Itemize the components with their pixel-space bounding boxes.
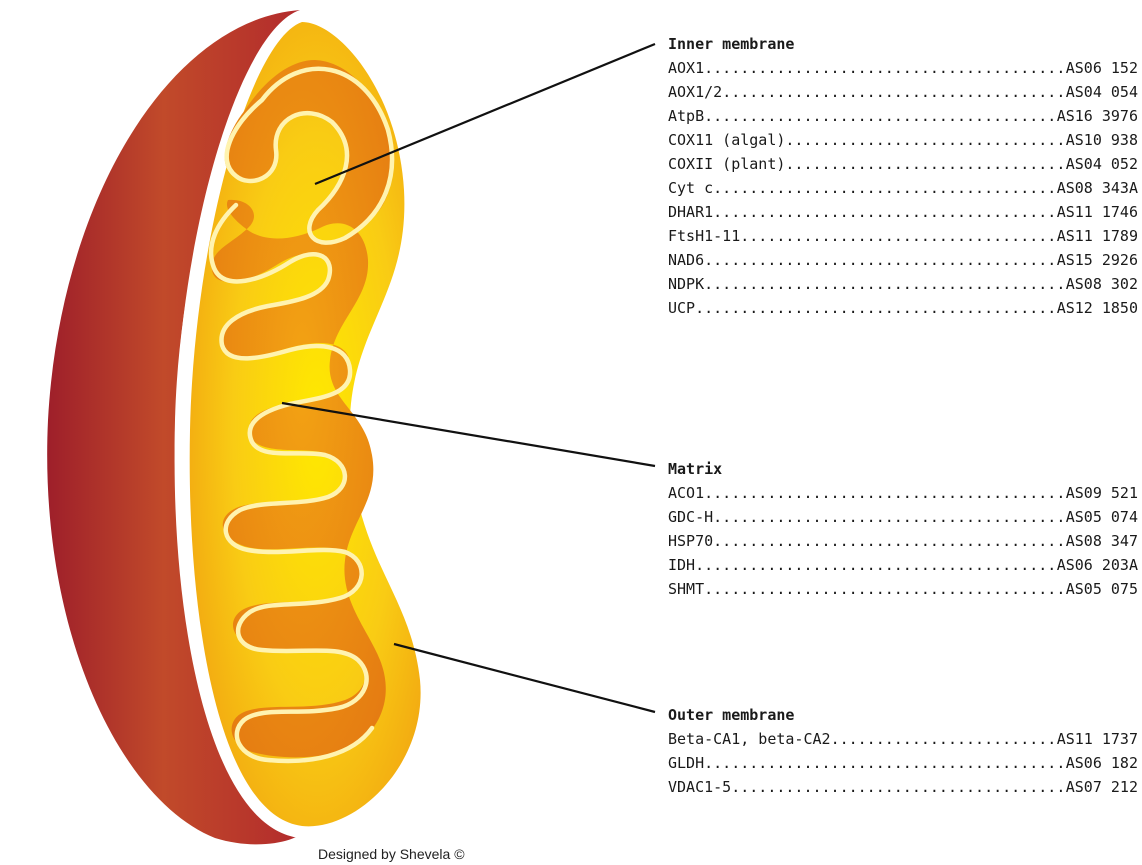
catalog-code: AS11 1789 [1056,227,1138,245]
antibody-name: GLDH [668,754,705,772]
catalog-code: AS04 054 [1065,83,1138,101]
list-item: AtpB AS16 3976 [668,104,1138,128]
antibody-name: Cyt c [668,179,714,197]
catalog-code: AS15 2926 [1056,251,1138,269]
antibody-name: Beta-CA1, beta-CA2 [668,730,831,748]
matrix-shape [211,60,393,758]
dot-leader [785,128,1065,152]
list-item: VDAC1-5 AS07 212 [668,775,1138,799]
catalog-code: AS12 1850 [1056,299,1138,317]
antibody-name: NDPK [668,275,705,293]
catalog-code: AS16 3976 [1056,107,1138,125]
dot-leader [704,577,1066,601]
catalog-code: AS09 521 [1065,484,1138,502]
inner-membrane-line [208,66,395,764]
catalog-code: AS06 152 [1065,59,1138,77]
dot-leader [731,775,1066,799]
dot-leader [831,727,1057,751]
antibody-name: COX11 (algal) [668,131,786,149]
dot-leader [704,272,1066,296]
outer-membrane-section: Outer membrane Beta-CA1, beta-CA2 AS11 17… [668,703,1138,799]
antibody-name: AtpB [668,107,705,125]
list-item: HSP70 AS08 347 [668,529,1138,553]
inner-membrane-section: Inner membrane AOX1AS06 152 AOX1/2AS04 0… [668,32,1138,320]
catalog-code: AS06 203A [1056,556,1138,574]
catalog-code: AS08 347 [1065,532,1138,550]
catalog-code: AS08 302 [1065,275,1138,293]
dot-leader [713,176,1057,200]
dot-leader [785,152,1065,176]
catalog-code: AS04 052 [1065,155,1138,173]
section-title: Matrix [668,460,723,478]
antibody-name: GDC-H [668,508,714,526]
catalog-code: AS05 074 [1065,508,1138,526]
section-title: Outer membrane [668,706,795,724]
list-item: NAD6 AS15 2926 [668,248,1138,272]
antibody-name: AOX1 [668,59,705,77]
catalog-code: AS06 182 [1065,754,1138,772]
list-item: Beta-CA1, beta-CA2 AS11 1737 [668,727,1138,751]
list-item: GLDH AS06 182 [668,751,1138,775]
dot-leader [704,56,1066,80]
list-item: IDH AS06 203A [668,553,1138,577]
dot-leader [704,248,1057,272]
catalog-code: AS07 212 [1065,778,1138,796]
antibody-name: DHAR1 [668,203,714,221]
list-item: AOX1 AS06 152 [668,56,1138,80]
antibody-name: VDAC1-5 [668,778,732,796]
leader-line-inner-membrane [314,42,656,186]
dot-leader [704,481,1066,505]
list-item: COX11 (algal) AS10 938 [668,128,1138,152]
section-title: Inner membrane [668,35,795,53]
dot-leader [713,505,1066,529]
dot-leader [695,296,1057,320]
catalog-code: AS10 938 [1065,131,1138,149]
antibody-name: FtsH1-11 [668,227,741,245]
designer-credit: Designed by Shevela © [318,846,465,862]
catalog-code: AS08 343A [1056,179,1138,197]
antibody-name: AOX1/2 [668,83,723,101]
mitochondrion-illustration [47,9,656,845]
list-item: ACO1 AS09 521 [668,481,1138,505]
dot-leader [722,80,1066,104]
antibody-name: HSP70 [668,532,714,550]
outer-membrane-shape [47,10,306,845]
matrix-section: Matrix ACO1AS09 521 GDC-HAS05 074 HSP70A… [668,457,1138,601]
list-item: UCP AS12 1850 [668,296,1138,320]
catalog-code: AS11 1746 [1056,203,1138,221]
list-item: FtsH1-11 AS11 1789 [668,224,1138,248]
dot-leader [704,751,1066,775]
leader-line-matrix [281,401,656,468]
list-item: SHMT AS05 075 [668,577,1138,601]
dot-leader [740,224,1056,248]
list-item: AOX1/2 AS04 054 [668,80,1138,104]
list-item: NDPK AS08 302 [668,272,1138,296]
antibody-name: UCP [668,299,696,317]
dot-leader [713,529,1066,553]
antibody-name: ACO1 [668,484,705,502]
antibody-name: IDH [668,556,696,574]
list-item: GDC-H AS05 074 [668,505,1138,529]
list-item: COXII (plant) AS04 052 [668,152,1138,176]
antibody-name: SHMT [668,580,705,598]
antibody-name: COXII (plant) [668,155,786,173]
dot-leader [713,200,1057,224]
antibody-name: NAD6 [668,251,705,269]
list-item: DHAR1 AS11 1746 [668,200,1138,224]
list-item: Cyt c AS08 343A [668,176,1138,200]
leader-line-outer-membrane [393,642,656,714]
dot-leader [704,104,1057,128]
dot-leader [695,553,1057,577]
catalog-code: AS11 1737 [1056,730,1138,748]
catalog-code: AS05 075 [1065,580,1138,598]
